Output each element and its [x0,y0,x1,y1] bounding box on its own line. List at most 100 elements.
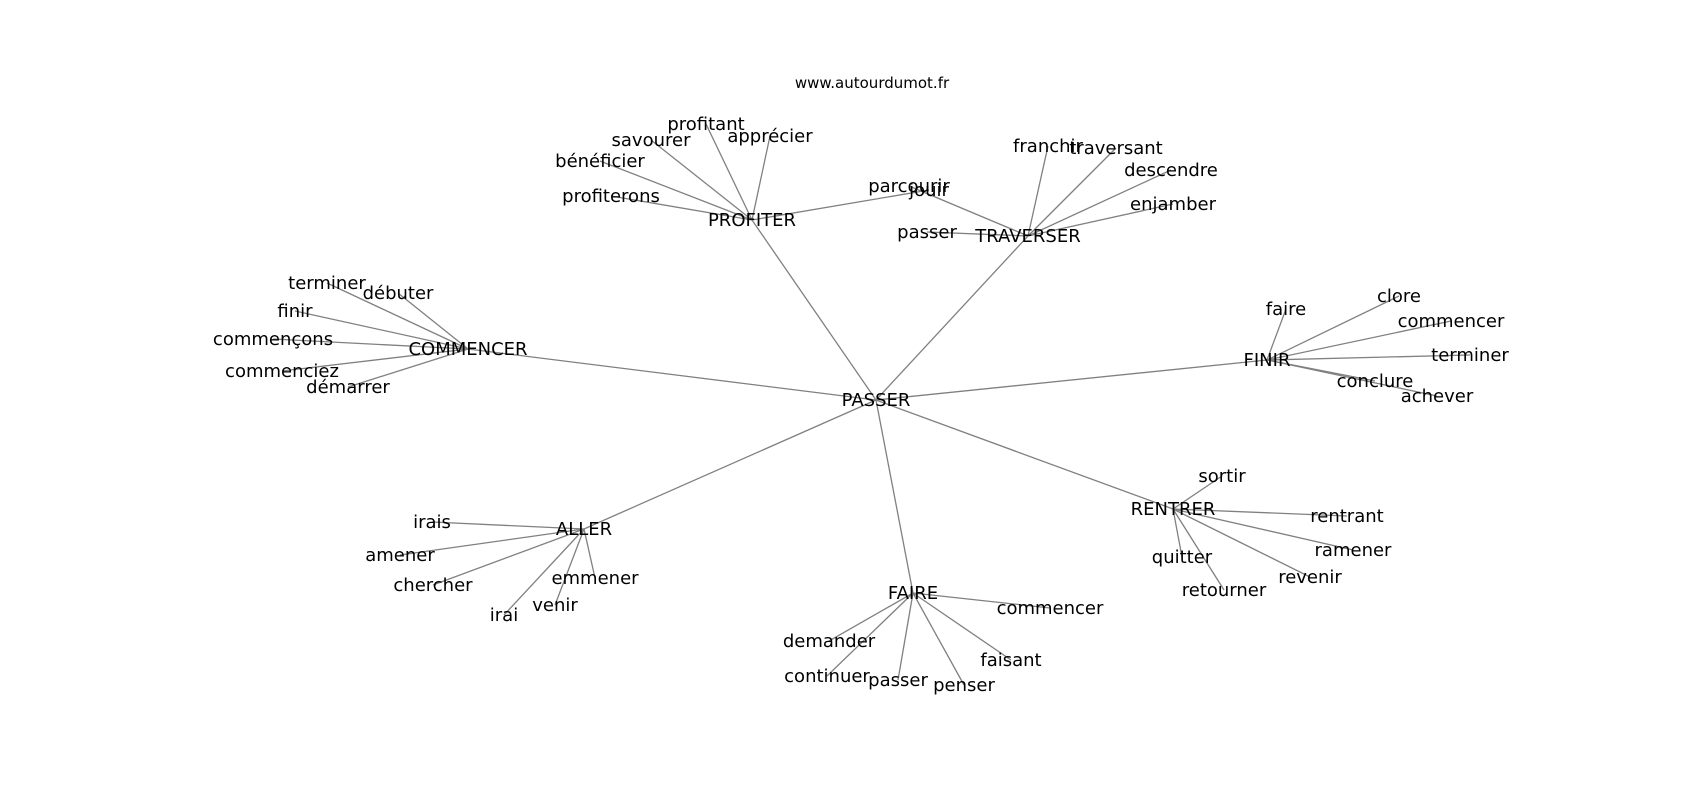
edge-profiter-1 [650,139,753,221]
edge-profiter-5 [751,189,930,221]
node-word: irai [490,605,518,626]
edge-traverser-1 [1027,147,1117,237]
edges-layer [272,123,1471,686]
edge-commencer-1 [397,292,469,350]
edge-center-finir [875,359,1268,401]
edge-traverser-4 [908,185,1029,237]
node-word: conclure [1337,371,1414,392]
node-word: terminer [288,273,366,294]
node-word: jouir [908,180,949,201]
edge-commencer-2 [294,310,469,350]
edge-aller-0 [431,521,585,530]
edge-finir-2 [1266,320,1452,361]
node-word: profiterons [562,186,660,207]
node-word: demander [783,631,876,652]
node-word: débuter [363,283,434,304]
edge-commencer-3 [272,338,469,350]
edge-faire-2 [912,592,1012,661]
node-word: commençons [213,329,333,350]
edge-commencer-5 [347,348,469,388]
node-center: PASSER [842,390,911,411]
edge-aller-2 [432,528,585,586]
node-word: continuer [784,666,870,687]
edge-aller-3 [583,528,596,579]
edge-aller-4 [554,528,585,606]
edge-center-rentrer [875,399,1174,510]
node-hub-profiter: PROFITER [708,210,796,231]
node-word: quitter [1152,547,1213,568]
node-word: clore [1377,286,1421,307]
edge-aller-5 [503,528,585,616]
edge-profiter-4 [610,195,753,221]
node-hub-aller: ALLER [556,519,612,540]
node-word: démarrer [306,377,390,398]
edge-faire-5 [912,592,965,686]
node-word: bénéficier [555,151,645,172]
edge-commencer-4 [281,348,469,372]
node-word: finir [277,301,313,322]
edge-center-profiter [751,219,877,401]
edge-finir-3 [1266,354,1471,361]
edge-commencer-0 [326,282,469,350]
node-word: parcourir [868,176,950,197]
node-word: retourner [1182,580,1267,601]
node-word: rentrant [1310,506,1383,527]
edge-traverser-2 [1027,169,1172,237]
node-word: commencer [1398,311,1505,332]
edge-aller-1 [399,528,585,556]
edge-profiter-0 [705,123,753,221]
node-word: commenciez [225,361,339,382]
node-word: savourer [612,130,692,151]
node-word: terminer [1431,345,1509,366]
node-word: sortir [1198,466,1246,487]
edge-center-faire [875,399,914,594]
node-word: ramener [1315,540,1393,561]
node-hub-faire: FAIRE [888,583,938,604]
node-word: apprécier [727,126,813,147]
edge-center-traverser [875,235,1029,401]
edge-rentrer-1 [1172,508,1348,517]
edge-profiter-3 [599,160,753,221]
node-hub-finir: FINIR [1244,350,1291,371]
node-word: traversant [1069,138,1163,159]
node-word: commencer [997,598,1104,619]
node-hub-commencer: COMMENCER [408,339,527,360]
node-word: penser [933,675,995,696]
edge-faire-4 [897,592,914,681]
node-word: passer [897,222,957,243]
edge-rentrer-0 [1172,475,1223,510]
edge-traverser-0 [1027,145,1049,237]
edge-finir-0 [1266,308,1287,361]
node-word: profitant [667,114,744,135]
edge-rentrer-5 [1172,508,1225,591]
node-word: revenir [1278,567,1342,588]
node-word: venir [532,595,578,616]
node-word: enjamber [1130,194,1217,215]
edge-faire-1 [828,592,914,642]
node-word: amener [365,545,435,566]
node-word: faisant [980,650,1041,671]
edge-rentrer-4 [1172,508,1311,578]
node-word: irais [413,512,451,533]
source-attribution: www.autourdumot.fr [795,74,950,92]
node-word: faire [1266,299,1306,320]
edge-rentrer-2 [1172,508,1354,551]
edge-profiter-2 [751,135,771,221]
edge-center-aller [583,399,877,530]
edge-traverser-5 [926,231,1029,237]
node-word: passer [868,670,928,691]
node-word: descendre [1124,160,1218,181]
edge-center-commencer [467,348,877,401]
node-word: chercher [393,575,473,596]
node-hub-traverser: TRAVERSER [974,226,1080,247]
node-word: franchir [1013,136,1083,157]
edge-traverser-3 [1027,203,1174,237]
edge-faire-0 [912,592,1051,609]
edge-rentrer-3 [1172,508,1183,558]
node-hub-rentrer: RENTRER [1131,499,1216,520]
edge-finir-1 [1266,295,1400,361]
node-word: achever [1401,386,1474,407]
edge-finir-5 [1266,359,1438,397]
